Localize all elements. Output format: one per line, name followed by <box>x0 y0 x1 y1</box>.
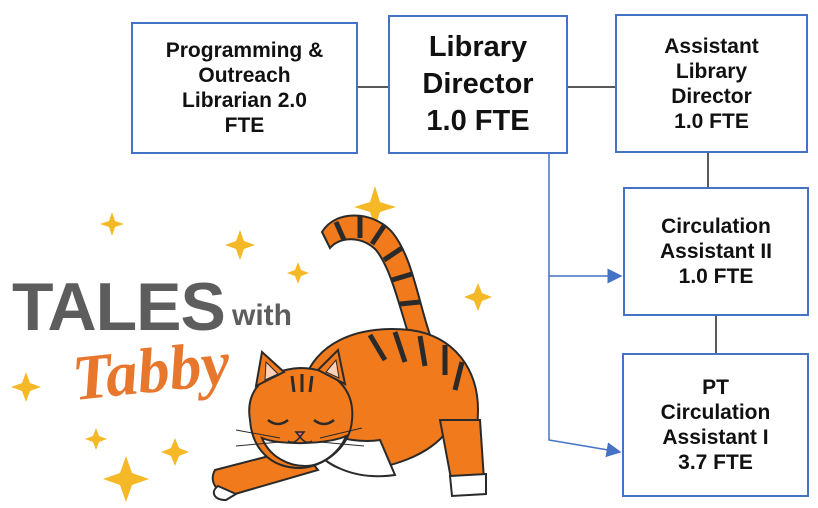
circulation-assistant-2-label: Circulation Assistant II 1.0 FTE <box>659 215 773 288</box>
assistant-library-director-label: Assistant Library Director 1.0 FTE <box>664 34 759 133</box>
cat-illustration <box>211 214 487 502</box>
tales-with-tabby-illustration: TALES with Tabby <box>11 186 492 502</box>
programming-outreach-librarian-box: Programming & Outreach Librarian 2.0 FTE <box>131 22 358 154</box>
logo-with-text: with <box>231 299 292 332</box>
pt-circulation-assistant-label: PT Circulation Assistant I 3.7 FTE <box>660 376 771 474</box>
programming-outreach-librarian-label: Programming & Outreach Librarian 2.0 FTE <box>165 39 324 137</box>
library-director-label: Library Director 1.0 FTE <box>422 31 534 137</box>
arrow-director-to-pt <box>548 276 622 458</box>
library-director-box: Library Director 1.0 FTE <box>388 15 568 154</box>
circulation-assistant-2-box: Circulation Assistant II 1.0 FTE <box>623 187 809 316</box>
assistant-library-director-box: Assistant Library Director 1.0 FTE <box>615 14 808 153</box>
pt-circulation-assistant-box: PT Circulation Assistant I 3.7 FTE <box>622 353 809 497</box>
arrow-director-to-circulation <box>548 154 623 284</box>
sparkle-icon <box>11 186 492 502</box>
logo-tales-text: TALES <box>12 269 225 345</box>
logo-tabby-text: Tabby <box>69 327 234 414</box>
